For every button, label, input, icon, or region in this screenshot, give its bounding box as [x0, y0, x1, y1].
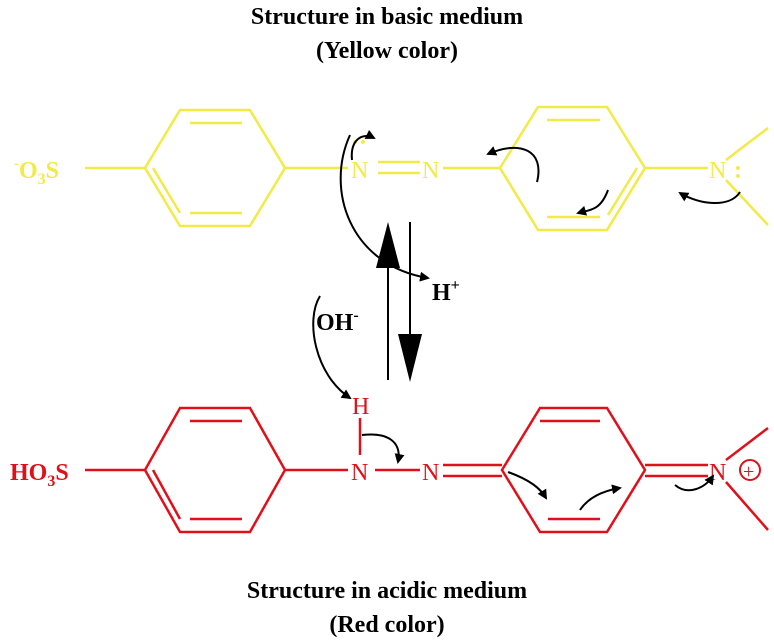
acidic-positive-charge-circle [739, 459, 761, 481]
acidic-iminium-arrow [674, 474, 715, 492]
svg-text:-O3S: -O3S [14, 156, 59, 188]
svg-text:HO3S: HO3S [10, 460, 69, 490]
basic-amine-n: N [709, 158, 726, 184]
acidic-left-benzene-ring [143, 406, 287, 534]
acidic-plus-sign: + [743, 461, 754, 483]
basic-sulfonate-charge: - [14, 156, 19, 172]
equilibrium-up-arrowhead [376, 222, 400, 268]
hydroxide-charge: - [353, 307, 358, 324]
acidic-sulfonic-s: S [55, 460, 68, 486]
acidic-h-atom: H [352, 394, 369, 420]
acidic-methyl-up [725, 427, 769, 461]
basic-sulfonate-o: O [19, 158, 38, 184]
acidic-structure [85, 406, 769, 534]
svg-text:H+: H+ [432, 277, 460, 306]
top-caption-line1: Structure in basic medium [250, 4, 524, 30]
acidic-iminium-n: N [709, 460, 726, 486]
electron-push-arrows [312, 129, 741, 511]
basic-azo-n1: N [351, 158, 368, 184]
bottom-caption-line2: (Red color) [329, 612, 445, 638]
acidic-ring-arrow-2 [579, 484, 622, 511]
acidic-nh-to-nn-arrow [361, 433, 405, 464]
proton-label: H [432, 280, 451, 306]
acidic-ring-arrow-1 [507, 471, 548, 500]
basic-azo-n2: N [422, 158, 439, 184]
acidic-sulfonic-sub: 3 [47, 473, 55, 490]
basic-sulfonate-s: S [46, 158, 59, 184]
hydroxide-attack-arrow [312, 295, 352, 400]
acidic-sulfonic-ho: HO [10, 460, 47, 486]
acidic-right-quinoid-ring [500, 406, 647, 534]
acidic-methyl-down [725, 481, 769, 531]
basic-lone-pair-arrow [350, 129, 376, 161]
svg-text:OH-: OH- [316, 307, 359, 336]
basic-structure [85, 105, 769, 232]
basic-left-benzene-ring [143, 108, 287, 228]
equilibrium-arrows [376, 222, 422, 382]
basic-methyl-up [725, 127, 769, 161]
basic-amine-lone-pair: ·· [724, 164, 750, 180]
basic-methyl-down [725, 179, 769, 226]
basic-ring-inner-arrow [576, 189, 609, 216]
bottom-caption-line1: Structure in acidic medium [246, 578, 528, 604]
acidic-n2: N [422, 460, 439, 486]
protonation-arrow [339, 134, 430, 282]
basic-azo-lone-pair: ·· [351, 130, 367, 156]
hydroxide-label: OH [316, 310, 354, 336]
basic-amine-push-arrow [678, 191, 741, 204]
basic-right-benzene-ring [498, 105, 647, 232]
top-caption-line2: (Yellow color) [316, 38, 458, 64]
equilibrium-down-arrowhead [398, 334, 422, 382]
proton-charge: + [451, 277, 460, 294]
basic-sulfonate-sub: 3 [38, 171, 46, 188]
basic-ring-to-azo-arrow [486, 146, 540, 183]
acidic-n1: N [351, 460, 368, 486]
